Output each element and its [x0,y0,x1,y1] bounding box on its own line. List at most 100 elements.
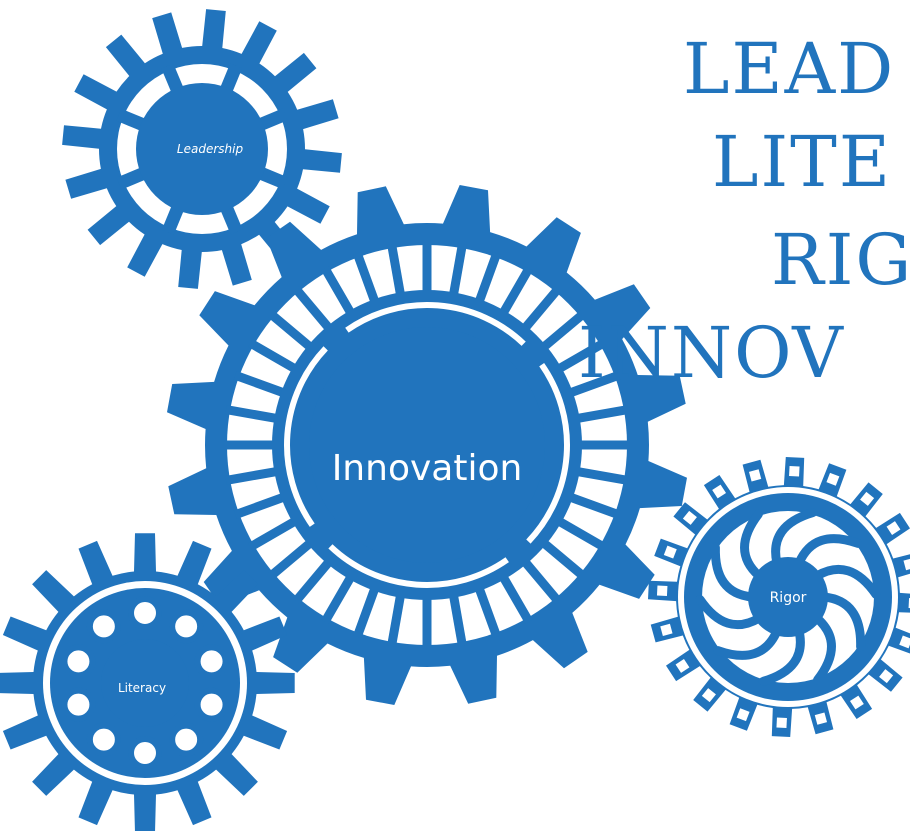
literacy-gear-hole [86,609,121,644]
leadership-gear: Leadership [62,9,342,289]
rigor-gear-notch [748,469,762,482]
innovation-gear: Innovation [167,185,687,705]
innovation-gear-spoke [352,251,380,304]
leadership-gear-spoke [116,166,148,190]
leadership-gear-hub [136,83,268,215]
rigor-gear-blade [758,626,805,686]
innovation-gear-spoke [267,539,314,580]
rigor-gear-notch [675,658,690,673]
leadership-gear-label: Leadership [177,142,244,156]
rigor-gear-notch [712,484,727,499]
rigor-gear-notch [826,472,840,486]
leadership-gear-spoke [116,108,148,132]
innovation-gear-spoke [556,517,606,551]
innovation-gear-spoke [521,285,562,332]
innovation-gear-spoke [352,586,380,639]
innovation-gear-spoke [248,339,298,373]
innovation-gear-label: Innovation [332,448,523,489]
rigor-gear-blade [812,613,836,685]
rigor-gear-blade [794,534,863,568]
innovation-gear-spoke [387,593,406,647]
innovation-gear-hub [309,327,545,563]
literacy-gear-hole [169,722,204,757]
rigor-gear-blade [713,626,782,660]
innovation-gear-spoke [575,466,629,485]
rigor-gear-blade [812,564,881,599]
innovation-gear-spoke [474,586,502,639]
literacy-gear-hole [128,736,162,770]
innovation-gear-spoke [556,339,606,373]
innovation-gear-spoke [267,310,314,351]
rigor-gear: Rigor [648,457,910,737]
rigor-gear-notch [886,521,901,536]
rigor-gear-notch [656,585,668,596]
headline-line-3-text: RIG [771,219,910,301]
rigor-gear-blade [819,592,866,652]
innovation-gear-spoke [575,405,629,424]
rigor-gear-hub [748,557,828,637]
rigor-gear-notch [682,510,697,525]
leadership-gear-spoke [219,203,243,235]
rigor-gear-blade [771,508,818,568]
rigor-gear-notch [736,708,750,722]
literacy-gear: Literacy [0,533,295,833]
rigor-gear-blade [710,542,757,602]
headline-line-3: RIG [771,225,910,295]
rigor-gear-notch [814,712,828,725]
headline-line-1: LEAD [683,34,895,104]
innovation-gear-spoke [448,243,467,297]
leadership-gear-spoke [161,63,185,95]
literacy-gear-hole [61,687,96,722]
literacy-gear-hole [61,644,96,679]
innovation-gear-spoke [248,517,298,551]
innovation-gear-spokes [223,241,631,649]
innovation-gear-spoke [568,492,621,520]
innovation-gear-spoke [387,243,406,297]
rigor-gear-blades [656,465,910,729]
innovation-gear-spoke [233,492,286,520]
literacy-gear-hub [101,639,189,727]
headline-line-2: LITE [712,127,892,197]
rigor-gear-notch [660,623,673,637]
rigor-gear-notch [776,717,787,729]
innovation-gear-spoke [292,285,333,332]
leadership-gear-spokes [116,63,288,235]
rigor-gear-notch [879,669,894,684]
literacy-gear-holes [61,596,229,770]
innovation-gear-spoke [233,370,286,398]
innovation-gear-spoke [521,558,562,605]
literacy-gear-label: Literacy [118,681,166,695]
leadership-gear-spoke [256,108,288,132]
literacy-gear-hole [194,687,229,722]
innovation-gear-spoke [225,405,279,424]
rigor-gear-notch [701,688,716,703]
innovation-gear-spoke [540,310,587,351]
innovation-gear-spoke [474,251,502,304]
innovation-gear-spoke [321,266,355,316]
innovation-gear-spoke [321,574,355,624]
innovation-gear-spoke [540,539,587,580]
literacy-gear-hole [194,644,229,679]
rigor-gear-notch [849,695,864,710]
leadership-gear-spoke [219,63,243,95]
rigor-gear-notch [860,491,875,506]
innovation-gear-spoke [499,266,533,316]
rigor-gear-blade [740,509,764,581]
literacy-gear-hole [128,596,162,630]
leadership-gear-spoke [256,166,288,190]
innovation-gear-spoke [292,558,333,605]
literacy-gear-hole [86,722,121,757]
innovation-gear-arc-ring [284,302,570,588]
innovation-gear-spoke [225,466,279,485]
innovation-gear-spoke [448,593,467,647]
innovation-gear-spoke [568,370,621,398]
rigor-gear-notch [789,465,800,477]
headline-line-4-text: INNOV [578,312,845,394]
innovation-gear-spoke [499,574,533,624]
leadership-gear-spoke [161,203,185,235]
headline-line-1-text: LEAD [683,28,896,110]
rigor-gear-label: Rigor [770,590,807,606]
headline-line-2-text: LITE [712,121,892,203]
